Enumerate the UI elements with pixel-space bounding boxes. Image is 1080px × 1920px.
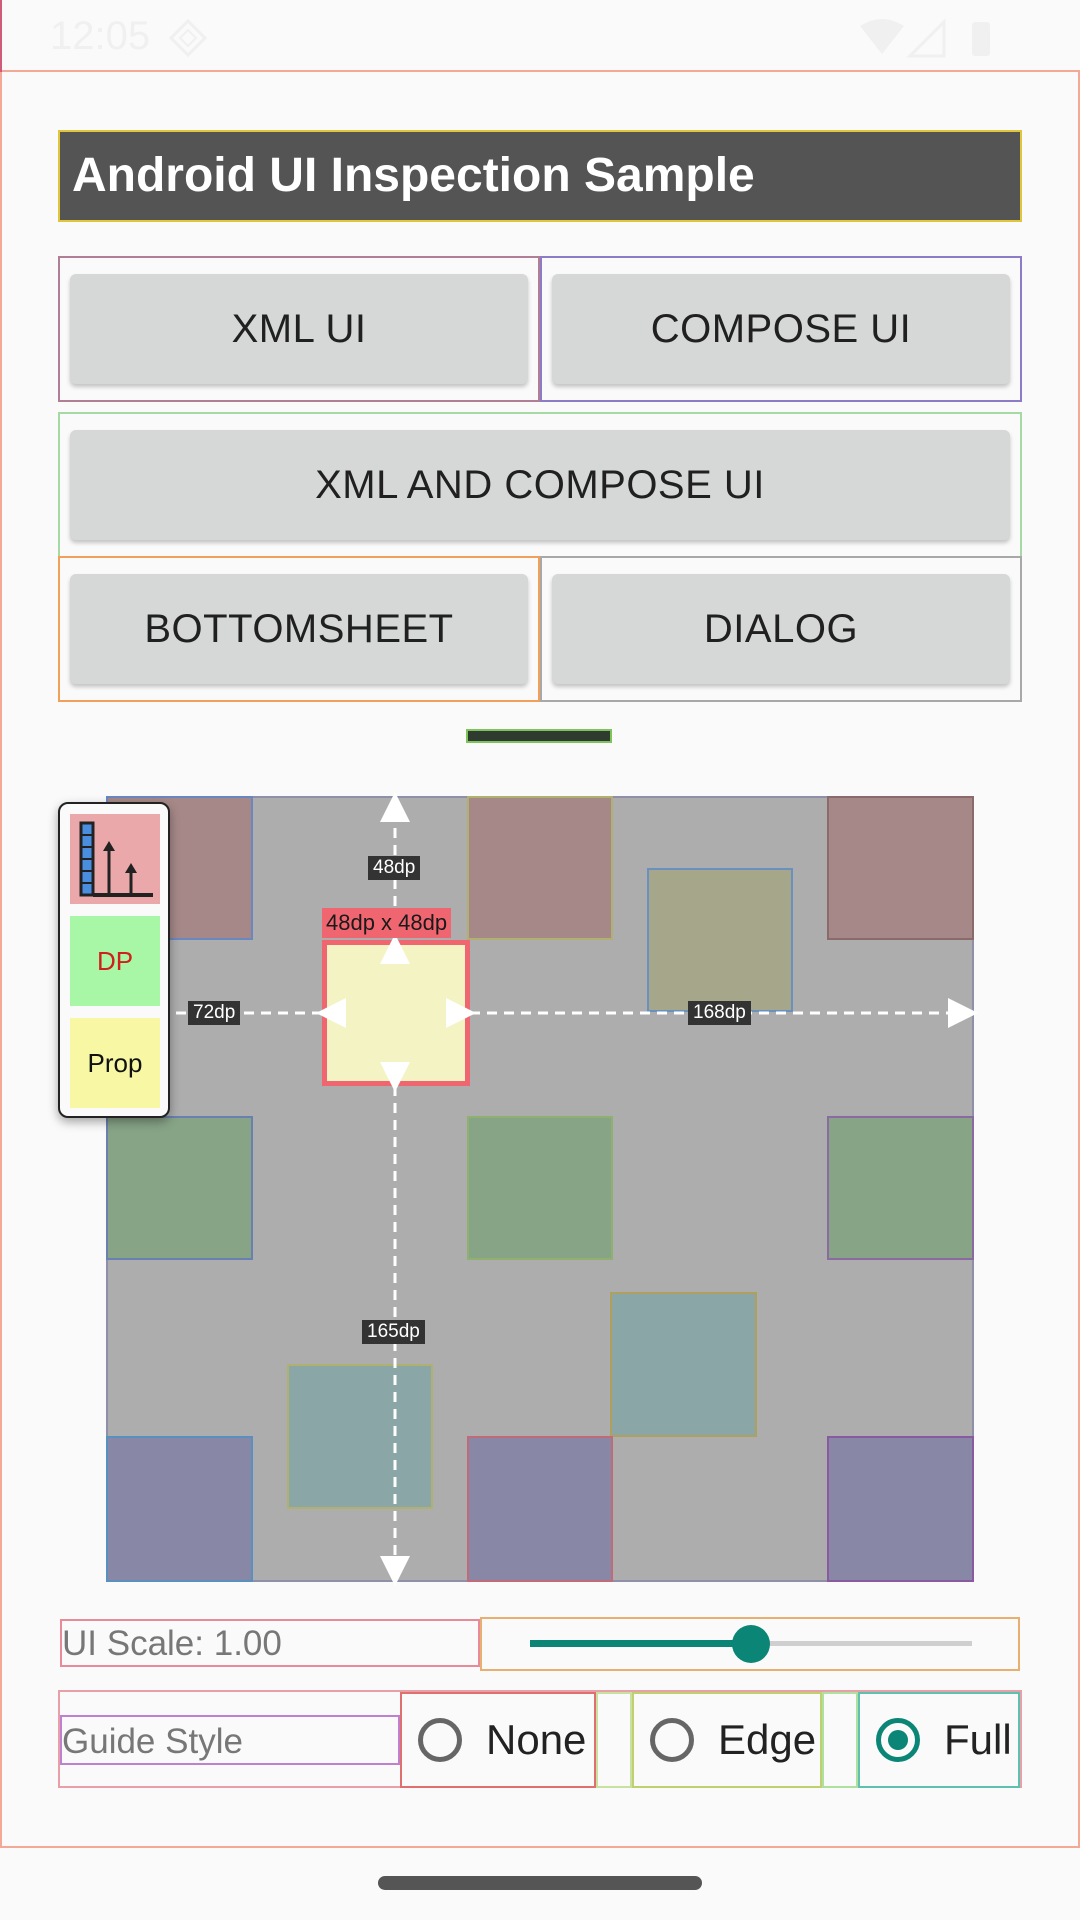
dialog-button[interactable]: DIALOG bbox=[552, 574, 1010, 684]
selected-size-label: 48dp x 48dp bbox=[322, 908, 452, 938]
guide-label-box bbox=[60, 1715, 400, 1765]
page-title: Android UI Inspection Sample bbox=[72, 149, 755, 202]
tile-purple-3[interactable] bbox=[827, 1436, 974, 1582]
radio-full-dot bbox=[888, 1730, 908, 1750]
radio-edge-circle[interactable] bbox=[650, 1718, 694, 1762]
inspector-tool-panel: DP Prop bbox=[58, 802, 170, 1118]
tile-green-3[interactable] bbox=[827, 1116, 974, 1260]
status-time: 12:05 bbox=[50, 14, 151, 58]
status-bar bbox=[0, 0, 1080, 72]
location-diamond-icon bbox=[168, 18, 208, 58]
radio-edge[interactable]: Edge bbox=[632, 1692, 822, 1788]
tile-red-3[interactable] bbox=[827, 796, 974, 940]
xml-ui-button[interactable]: XML UI bbox=[70, 274, 528, 384]
status-icons bbox=[860, 18, 990, 58]
measure-bottom-label: 165dp bbox=[362, 1320, 425, 1344]
tile-red-2[interactable] bbox=[467, 796, 613, 940]
title-bar bbox=[58, 130, 1022, 222]
measure-top-label: 48dp bbox=[368, 856, 421, 880]
tile-green-1[interactable] bbox=[106, 1116, 253, 1260]
measure-right-label: 168dp bbox=[688, 1001, 751, 1025]
radio-full-label: Full bbox=[944, 1716, 1012, 1763]
radio-full-circle[interactable] bbox=[876, 1718, 920, 1762]
tile-purple-2[interactable] bbox=[467, 1436, 613, 1582]
radio-none[interactable]: None bbox=[400, 1692, 596, 1788]
xml-and-compose-ui-button[interactable]: XML AND COMPOSE UI bbox=[70, 430, 1010, 540]
radio-full[interactable]: Full bbox=[858, 1692, 1020, 1788]
radio-none-circle[interactable] bbox=[418, 1718, 462, 1762]
tile-purple-1[interactable] bbox=[106, 1436, 253, 1582]
xml-ui-cell bbox=[58, 256, 540, 402]
left-edge-guide bbox=[0, 0, 2, 1848]
guide-style-label: Guide Style bbox=[62, 1722, 243, 1761]
prop-tool-button[interactable]: Prop bbox=[70, 1018, 160, 1108]
chart-icon bbox=[79, 821, 153, 897]
bottomsheet-button[interactable]: BOTTOMSHEET bbox=[70, 574, 528, 684]
dialog-cell bbox=[540, 556, 1022, 702]
signal-icon bbox=[906, 18, 946, 58]
selected-element[interactable] bbox=[322, 940, 470, 1086]
tile-olive-1[interactable] bbox=[647, 868, 793, 1012]
compose-ui-cell bbox=[540, 256, 1022, 402]
radio-spacer-1 bbox=[596, 1692, 632, 1788]
scale-slider-thumb[interactable] bbox=[732, 1625, 770, 1663]
drag-handle[interactable] bbox=[466, 729, 612, 743]
chart-tool-button[interactable] bbox=[70, 814, 160, 904]
tile-teal-2[interactable] bbox=[287, 1364, 433, 1509]
gesture-nav-handle[interactable] bbox=[378, 1876, 702, 1890]
wifi-icon bbox=[860, 19, 904, 54]
scale-label-box bbox=[60, 1619, 480, 1667]
dp-tool-button[interactable]: DP bbox=[70, 916, 160, 1006]
scale-slider-fill bbox=[530, 1640, 751, 1647]
ui-scale-label: UI Scale: 1.00 bbox=[62, 1624, 282, 1663]
radio-spacer-2 bbox=[822, 1692, 858, 1788]
radio-none-label: None bbox=[486, 1716, 587, 1763]
bottomsheet-cell bbox=[58, 556, 540, 702]
tile-green-2[interactable] bbox=[467, 1116, 613, 1260]
tile-teal-1[interactable] bbox=[610, 1292, 757, 1437]
battery-icon bbox=[972, 22, 990, 56]
measure-left-label: 72dp bbox=[188, 1001, 241, 1025]
compose-ui-button[interactable]: COMPOSE UI bbox=[552, 274, 1010, 384]
scale-slider-box bbox=[480, 1617, 1020, 1671]
radio-edge-label: Edge bbox=[718, 1716, 817, 1763]
